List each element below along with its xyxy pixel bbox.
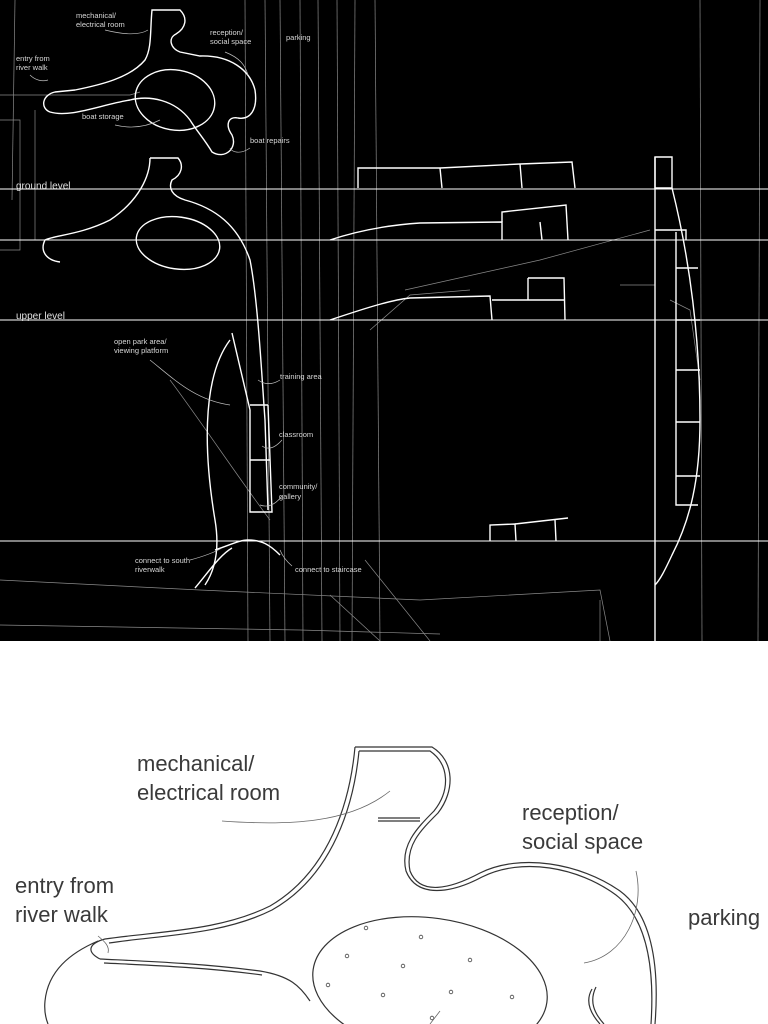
label-connect-staircase: connect to staircase: [295, 565, 362, 574]
plan-detail-drawing: mechanical/ electrical room reception/ s…: [15, 746, 760, 1024]
label-reception-line2: social space: [210, 37, 251, 46]
label-connect-south-line2: riverwalk: [135, 565, 165, 574]
site-plan-panel: mechanical/ electrical room reception/ s…: [0, 0, 768, 641]
label-entry-line2: river walk: [16, 63, 48, 72]
label-reception-line1: reception/: [210, 28, 244, 37]
detail-leader-lines: [97, 790, 639, 1024]
label-connect-south-line1: connect to south: [135, 556, 190, 565]
detail-label-mechanical-line2: electrical room: [137, 780, 280, 805]
label-open-park-line2: viewing platform: [114, 346, 168, 355]
label-parking: parking: [286, 33, 311, 42]
building-outline-lower: [42, 157, 281, 589]
detail-label-parking: parking: [688, 905, 760, 930]
detail-column-dots: [325, 925, 515, 1021]
label-community-line2: gallery: [279, 492, 301, 501]
label-mechanical-line1: mechanical/: [76, 11, 117, 20]
label-boat-repairs: boat repairs: [250, 136, 290, 145]
label-mechanical-line2: electrical room: [76, 20, 125, 29]
site-context-lines: [0, 0, 761, 641]
label-classroom: classroom: [279, 430, 313, 439]
leader-lines: [29, 29, 293, 567]
section-elevation: [329, 156, 701, 641]
label-entry-line1: entry from: [16, 54, 50, 63]
label-open-park-line1: open park area/: [114, 337, 167, 346]
label-community-line1: community/: [279, 482, 318, 491]
site-plan-drawing: mechanical/ electrical room reception/ s…: [0, 0, 768, 641]
detail-building-outline: [44, 746, 657, 1024]
plan-detail-panel: mechanical/ electrical room reception/ s…: [0, 641, 768, 1024]
detail-label-reception-line2: social space: [522, 829, 643, 854]
detail-label-mechanical-line1: mechanical/: [137, 751, 255, 776]
label-training: training area: [280, 372, 323, 381]
label-upper-level: upper level: [16, 311, 65, 322]
detail-label-entry-line1: entry from: [15, 873, 114, 898]
level-lines: [0, 188, 768, 542]
detail-label-reception-line1: reception/: [522, 800, 620, 825]
label-ground-level: ground level: [16, 181, 70, 192]
building-outline-upper: [43, 9, 257, 156]
label-boat-storage: boat storage: [82, 112, 124, 121]
detail-label-entry-line2: river walk: [15, 902, 109, 927]
